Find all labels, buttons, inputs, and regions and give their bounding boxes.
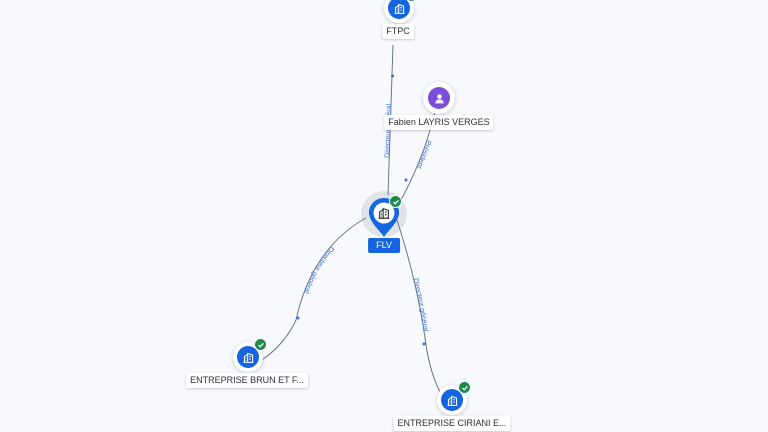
edge-label-flv-brun: Directeur général [302,245,335,295]
node-label-ftpc[interactable]: FTPC [382,24,414,39]
node-person[interactable] [423,82,455,114]
person-icon [428,87,450,109]
node-flv[interactable] [366,195,402,240]
node-ciriani[interactable] [437,381,471,415]
node-label-ciriani[interactable]: ENTREPRISE CIRIANI E... [393,416,511,431]
edge-label-person-flv: Président [415,139,432,169]
building-icon [237,346,259,368]
building-icon [377,206,391,220]
node-label-flv[interactable]: FLV [368,238,400,253]
verified-check-icon [458,381,471,394]
verified-check-icon [389,195,402,208]
node-brun[interactable] [233,338,267,372]
edge-flv-ftpc[interactable]: Directeur général [384,44,394,196]
building-icon [388,0,410,19]
edge-label-flv-ftpc: Directeur général [384,104,393,159]
edge-flv-ciriani[interactable]: Directeur général [396,219,441,393]
edge-label-flv-ciriani: Directeur général [412,278,429,333]
node-ftpc[interactable] [384,0,418,23]
node-label-brun[interactable]: ENTREPRISE BRUN ET F... [186,373,308,388]
edge-flv-brun[interactable]: Directeur général [261,217,367,361]
verified-check-icon [254,338,267,351]
building-icon [441,389,463,411]
node-label-person[interactable]: Fabien LAYRIS VERGES [384,115,494,130]
